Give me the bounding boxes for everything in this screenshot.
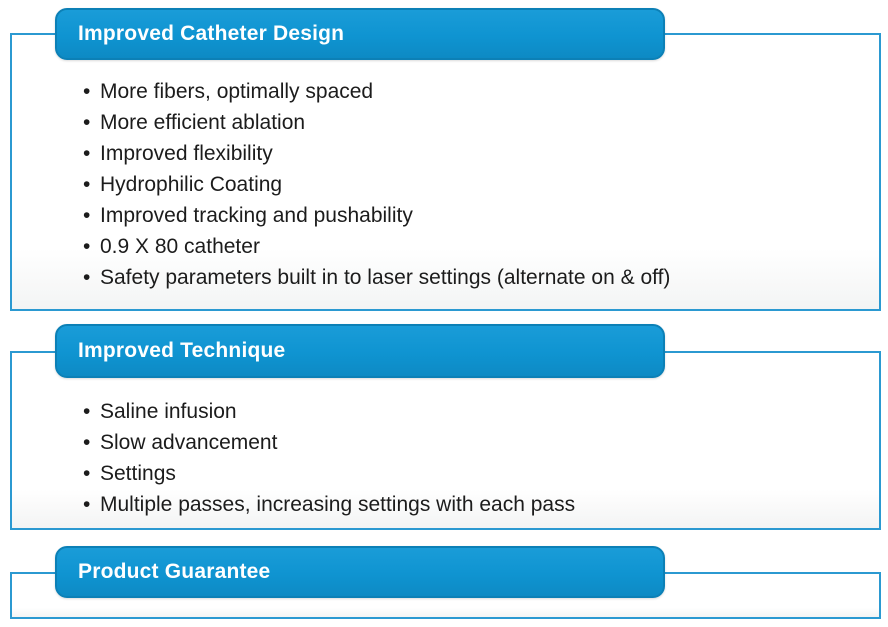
bullet-item: More fibers, optimally spaced xyxy=(83,76,670,107)
bullet-item: Improved flexibility xyxy=(83,138,670,169)
technique-title: Improved Technique xyxy=(78,339,286,362)
guarantee-title: Product Guarantee xyxy=(78,560,271,583)
catheter-design-bullet-list: More fibers, optimally spaced More effic… xyxy=(83,76,670,293)
bullet-item: Improved tracking and pushability xyxy=(83,200,670,231)
bullet-item: More efficient ablation xyxy=(83,107,670,138)
technique-bullet-list: Saline infusion Slow advancement Setting… xyxy=(83,396,575,520)
bullet-item: Slow advancement xyxy=(83,427,575,458)
bullet-item: Multiple passes, increasing settings wit… xyxy=(83,489,575,520)
bullet-item: Saline infusion xyxy=(83,396,575,427)
guarantee-header: Product Guarantee xyxy=(55,546,665,598)
catheter-design-header: Improved Catheter Design xyxy=(55,8,665,60)
bullet-item: 0.9 X 80 catheter xyxy=(83,231,670,262)
bullet-item: Settings xyxy=(83,458,575,489)
bullet-item: Hydrophilic Coating xyxy=(83,169,670,200)
catheter-design-title: Improved Catheter Design xyxy=(78,22,345,45)
technique-header: Improved Technique xyxy=(55,324,665,378)
bullet-item: Safety parameters built in to laser sett… xyxy=(83,262,670,293)
